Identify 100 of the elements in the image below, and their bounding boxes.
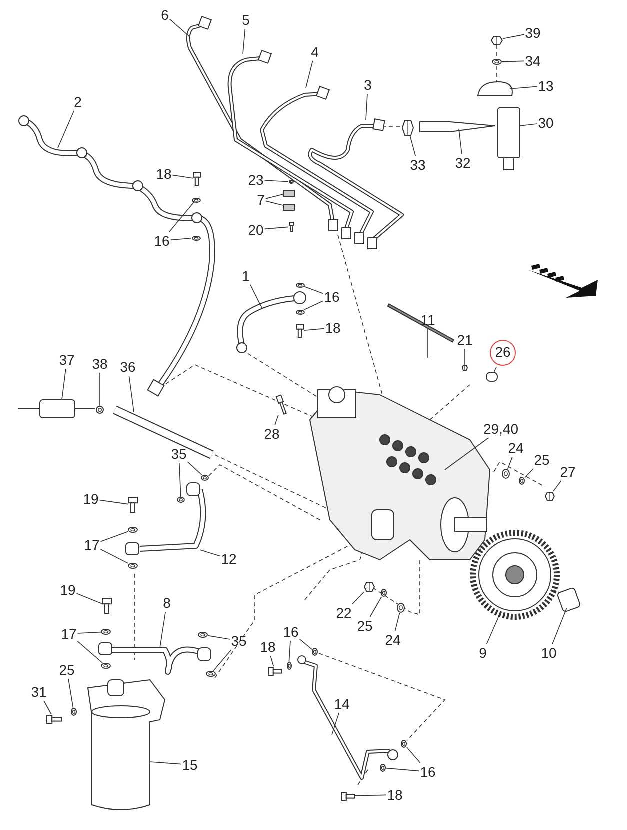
- callout-number: 18: [387, 787, 403, 803]
- washer: [177, 497, 185, 503]
- callout-number: 10: [541, 645, 557, 661]
- callout-number: 19: [60, 582, 76, 598]
- highlighted-callout-number: 26: [490, 340, 516, 366]
- callout-number: 4: [311, 44, 319, 60]
- callout-number: 15: [182, 757, 198, 773]
- callout-number: 9: [479, 645, 487, 661]
- callout-number: 3: [364, 77, 372, 93]
- bolt: [128, 497, 138, 513]
- washer: [201, 475, 209, 481]
- sleeve: [486, 372, 498, 382]
- nut: [545, 492, 555, 500]
- nut: [402, 120, 414, 136]
- bolt: [46, 714, 62, 724]
- leader-line: [520, 124, 538, 126]
- washer: [401, 740, 407, 748]
- leader-line: [464, 348, 466, 366]
- leader-line: [524, 468, 534, 478]
- callout-number: 28: [264, 426, 280, 442]
- leader-line: [242, 28, 246, 54]
- washer: [380, 764, 386, 772]
- leader-line: [502, 34, 525, 40]
- callout-number: 24: [385, 632, 401, 648]
- callout-number: 12: [221, 551, 237, 567]
- leader-line: [352, 592, 365, 604]
- washer: [296, 282, 304, 288]
- leader-line: [332, 712, 340, 736]
- leader-line: [62, 368, 66, 400]
- leader-line: [200, 550, 221, 557]
- bolt: [193, 172, 201, 186]
- nut: [462, 365, 468, 371]
- callout-number: 14: [334, 696, 350, 712]
- callout-number: 30: [538, 115, 554, 131]
- washer: [502, 469, 510, 479]
- callout-number: 11: [420, 312, 436, 328]
- callout-number: 16: [324, 289, 340, 305]
- leader-line: [370, 596, 382, 618]
- leader-line: [444, 438, 490, 470]
- leader-line: [68, 678, 74, 708]
- leader-line: [266, 194, 284, 200]
- bolt: [296, 324, 304, 338]
- leader-line: [274, 415, 279, 426]
- leader-line: [304, 286, 324, 294]
- leader-line: [169, 202, 194, 232]
- leader-line: [179, 462, 182, 498]
- callout-number: 35: [231, 633, 247, 649]
- leader-line: [170, 238, 192, 241]
- leader-line: [304, 300, 324, 310]
- bolt: [102, 598, 112, 614]
- leader-line: [494, 366, 497, 372]
- leader-line: [502, 60, 525, 62]
- nut: [491, 36, 503, 44]
- callout-number: 25: [59, 662, 75, 678]
- plate: [283, 190, 295, 196]
- callout-number: 34: [525, 53, 541, 69]
- washer: [71, 708, 77, 716]
- callout-number: 25: [534, 452, 550, 468]
- leader-line: [264, 180, 289, 182]
- leader-line: [486, 614, 500, 644]
- washer: [128, 527, 138, 533]
- nut: [364, 582, 374, 592]
- callout-number: 39: [525, 25, 541, 41]
- callout-number: 6: [161, 7, 169, 23]
- washer: [288, 180, 294, 184]
- leader-line: [250, 284, 262, 308]
- leader-line: [266, 200, 284, 206]
- leader-line: [208, 635, 231, 640]
- callout-number: 29,40: [483, 421, 519, 437]
- dashed-assembly-line: [318, 653, 446, 742]
- leader-line: [410, 136, 416, 156]
- callout-number: 17: [61, 626, 77, 642]
- callout-number: 5: [242, 12, 250, 28]
- leader-line: [406, 747, 421, 764]
- leader-line: [150, 762, 182, 765]
- callout-number: 16: [420, 764, 436, 780]
- leader-line: [213, 650, 232, 672]
- leader-line: [100, 531, 128, 542]
- leader-line: [394, 612, 400, 632]
- leader-line: [299, 638, 312, 650]
- washer: [198, 632, 208, 638]
- leader-line: [354, 794, 387, 796]
- callout-number: 16: [283, 624, 299, 640]
- leader-line: [76, 593, 102, 604]
- callout-number: 25: [357, 618, 373, 634]
- bolt: [341, 792, 355, 800]
- callout-number: 17: [84, 537, 100, 553]
- leader-line: [160, 612, 166, 648]
- leader-line: [386, 768, 420, 772]
- callout-number: 18: [325, 320, 341, 336]
- leader-line: [458, 128, 462, 154]
- washer: [96, 406, 104, 414]
- washer: [519, 477, 525, 485]
- callout-number: 38: [92, 356, 108, 372]
- callout-number: 37: [59, 352, 75, 368]
- leader-line: [552, 608, 568, 644]
- callout-number: 18: [260, 639, 276, 655]
- bolt: [276, 394, 288, 416]
- leader-line: [172, 174, 194, 179]
- callout-number: 27: [560, 464, 576, 480]
